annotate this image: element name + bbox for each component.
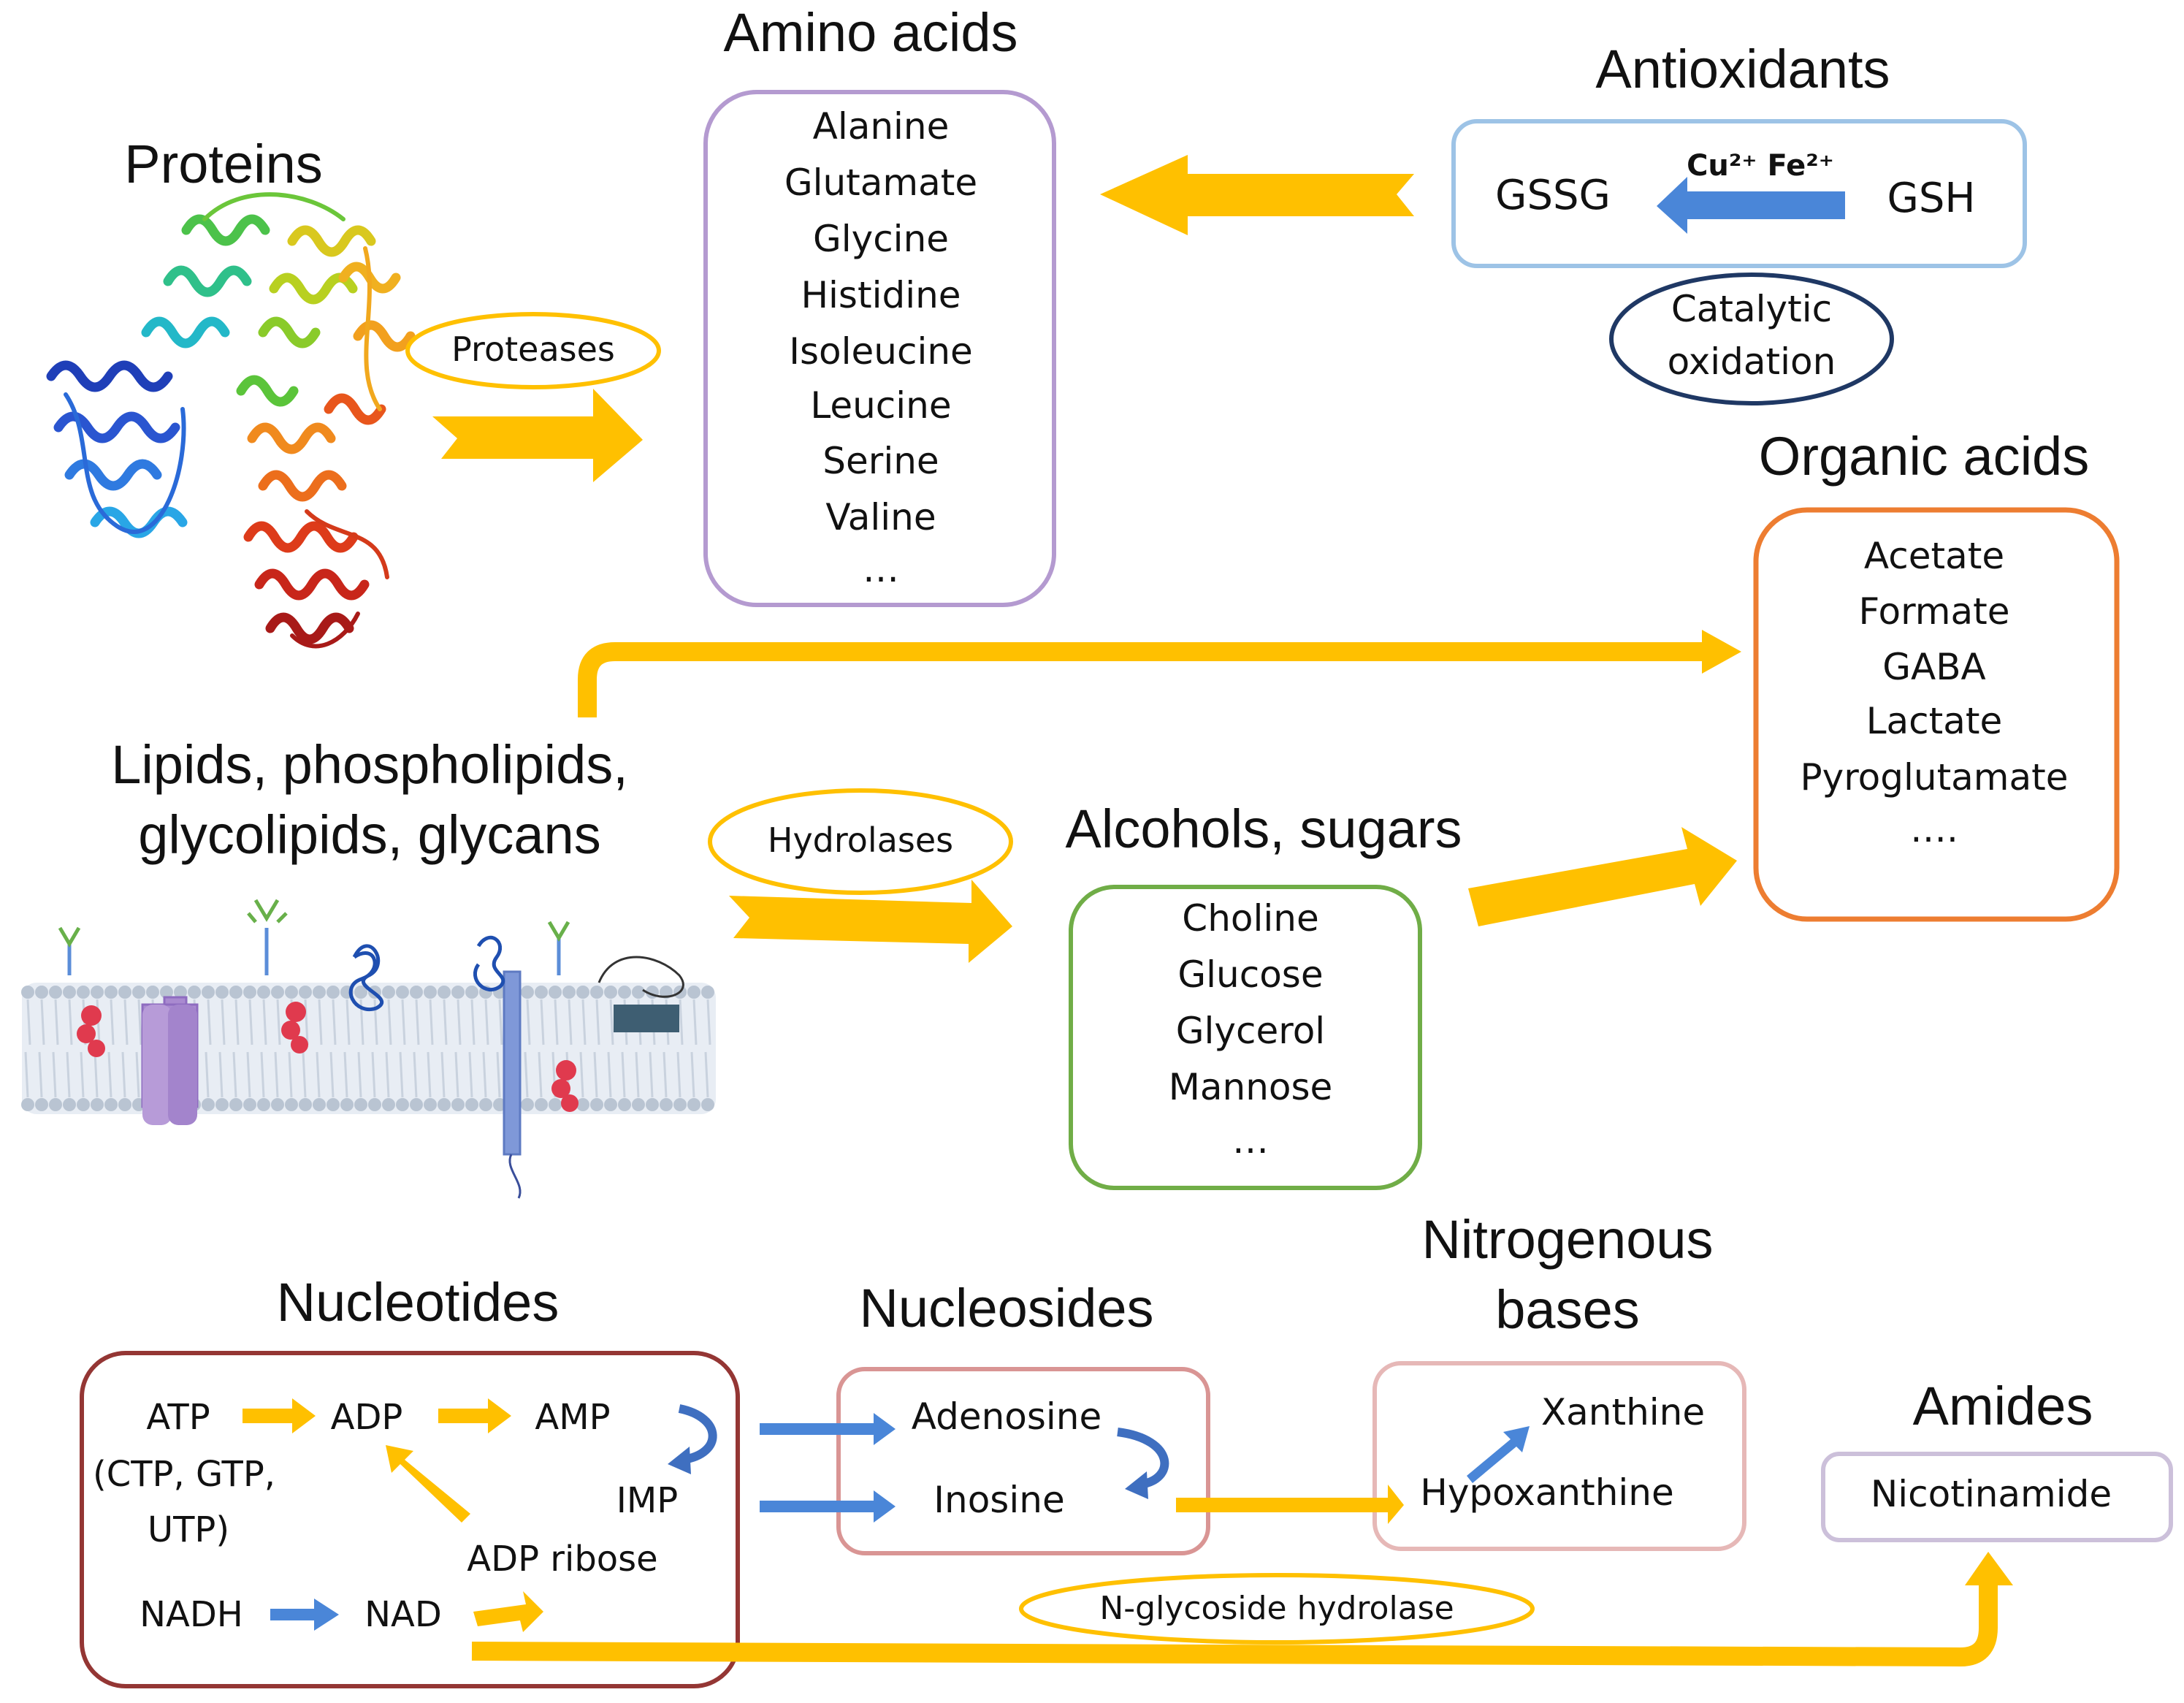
ctp-label-line1: (CTP, GTP,	[93, 1454, 275, 1495]
lipids-heading-line1: Lipids, phospholipids,	[111, 734, 628, 795]
ctp-label-line2: UTP)	[148, 1509, 229, 1550]
alcohol-sugar-item: Glucose	[1177, 953, 1323, 996]
organic-acid-item: Lactate	[1866, 700, 2003, 742]
catalytic-label-line2: oxidation	[1668, 340, 1836, 383]
adenosine-inosine-curved-arrow-icon	[1117, 1428, 1169, 1489]
inosine-hypoxanthine-arrow-icon	[1176, 1485, 1404, 1524]
amino-acid-item: Leucine	[810, 384, 951, 427]
alcohol-sugar-item: …	[1232, 1119, 1269, 1162]
adp-ribose-adp-arrow-icon	[386, 1445, 470, 1523]
gsh-label: GSH	[1887, 175, 1975, 222]
nitrogenous-bases-box	[1372, 1361, 1746, 1551]
amino-acids-heading: Amino acids	[723, 2, 1017, 63]
nucleotides-box	[80, 1351, 740, 1688]
adp-amp-arrow-icon	[438, 1398, 511, 1433]
adp-ribose-label: ADP ribose	[467, 1539, 657, 1580]
amino-acid-item: Histidine	[801, 274, 961, 316]
amides-box	[1821, 1452, 2173, 1542]
nad-to-amides-arrow-icon	[471, 1584, 1998, 1667]
nucleosides-box	[836, 1367, 1210, 1555]
alcohol-sugar-item: Mannose	[1169, 1066, 1333, 1108]
imp-label: IMP	[616, 1480, 679, 1521]
nicotinamide-label: Nicotinamide	[1871, 1473, 2112, 1515]
amino-acid-item: Serine	[822, 440, 939, 482]
adp-label: ADP	[331, 1397, 403, 1438]
inosine-label: Inosine	[933, 1479, 1064, 1521]
proteases-label: Proteases	[451, 329, 615, 369]
amides-heading: Amides	[1913, 1376, 2093, 1436]
proteins-heading: Proteins	[124, 134, 322, 194]
nitrogenous-heading-line1: Nitrogenous	[1421, 1209, 1713, 1270]
organic-acids-heading: Organic acids	[1759, 426, 2089, 487]
hydrolases-label: Hydrolases	[768, 820, 953, 860]
xanthine-label: Xanthine	[1541, 1391, 1705, 1433]
antioxidants-heading: Antioxidants	[1595, 39, 1890, 99]
proteases-arrow-icon	[432, 389, 643, 482]
n-glycoside-hydrolase-label: N-glycoside hydrolase	[1099, 1590, 1454, 1627]
gssg-label: GSSG	[1495, 172, 1611, 219]
to-inosine-arrow-icon	[760, 1490, 896, 1523]
to-adenosine-arrow-icon	[760, 1413, 896, 1445]
nad-label: NAD	[364, 1594, 442, 1635]
nad-arrow-icon	[473, 1591, 543, 1632]
nucleosides-heading: Nucleosides	[859, 1278, 1153, 1338]
hypoxanthine-xanthine-arrow-icon	[1467, 1426, 1530, 1483]
hydrolases-ellipse	[708, 788, 1013, 895]
blue-arrows	[270, 177, 1845, 1631]
amino-acid-item: …	[863, 548, 899, 590]
atp-adp-arrow-icon	[243, 1398, 316, 1433]
lipids-to-organic-arrowhead-icon	[1702, 630, 1741, 674]
gsh-gssg-arrow-icon	[1657, 177, 1845, 234]
nadh-nad-arrow-icon	[270, 1599, 339, 1631]
alcohols-sugars-box	[1069, 885, 1422, 1190]
nad-to-amides-arrowhead-icon	[1965, 1552, 2013, 1585]
hypoxanthine-label: Hypoxanthine	[1420, 1471, 1674, 1514]
adenosine-label: Adenosine	[912, 1395, 1102, 1438]
amino-acid-item: Valine	[825, 496, 936, 538]
atp-label: ATP	[146, 1397, 210, 1438]
alcohol-sugar-item: Glycerol	[1176, 1010, 1325, 1052]
nucleotides-heading: Nucleotides	[277, 1272, 560, 1333]
amino-acids-box	[703, 90, 1056, 607]
sugars-to-organic-arrow-icon	[1468, 827, 1737, 926]
organic-acid-item: Formate	[1859, 590, 2010, 633]
alcohol-sugar-item: Choline	[1182, 897, 1318, 940]
amp-imp-curved-arrow-icon	[678, 1404, 717, 1464]
catalytic-oxidation-ellipse	[1609, 273, 1894, 405]
nadh-label: NADH	[140, 1594, 243, 1635]
amino-acid-item: Glutamate	[784, 161, 977, 204]
alcohols-sugars-heading: Alcohols, sugars	[1066, 799, 1462, 859]
lipids-to-organic-arrow-icon	[578, 642, 1705, 717]
catalytic-label-line1: Catalytic	[1671, 288, 1832, 330]
organic-acid-item: ….	[1910, 808, 1958, 850]
amino-acid-item: Alanine	[813, 105, 950, 148]
cell-membrane-icon	[21, 899, 716, 1199]
protein-structure-icon	[46, 192, 416, 649]
organic-acid-item: GABA	[1882, 646, 1985, 688]
proteases-ellipse	[405, 312, 661, 389]
nitrogenous-heading-line2: bases	[1495, 1279, 1639, 1340]
adenosine-inosine-arrowhead-icon	[1125, 1471, 1148, 1499]
antioxidants-arrow-icon	[1100, 155, 1414, 235]
n-glycoside-hydrolase-ellipse	[1019, 1573, 1535, 1645]
hydrolases-arrow-icon	[729, 880, 1012, 963]
organic-acid-item: Pyroglutamate	[1800, 756, 2068, 799]
yellow-arrows	[243, 155, 1737, 1632]
organic-acid-item: Acetate	[1864, 535, 2004, 577]
amino-acid-item: Isoleucine	[789, 330, 973, 373]
amp-imp-arrowhead-icon	[668, 1447, 691, 1474]
antioxidants-box	[1451, 119, 2027, 268]
catalyst-label: Cu²⁺ Fe²⁺	[1687, 149, 1834, 183]
lipids-heading-line2: glycolipids, glycans	[138, 804, 600, 865]
amp-label: AMP	[535, 1397, 610, 1438]
organic-acids-box	[1753, 507, 2120, 922]
amino-acid-item: Glycine	[813, 218, 949, 260]
